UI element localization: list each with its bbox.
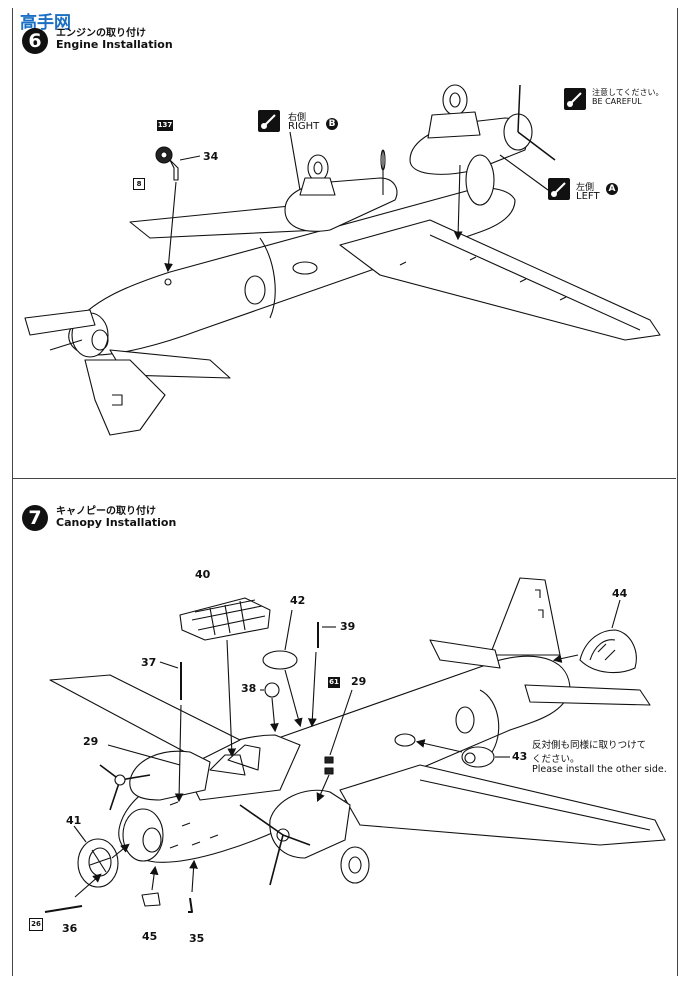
install-note-jp-1: 反対側も同様に取りつけて [532,740,647,751]
aircraft-step7 [44,577,666,913]
step-6-number: 6 [22,28,48,54]
glue-icon [548,178,570,200]
left-mark: A [606,183,618,195]
part-42-label: 42 [290,594,306,607]
part-34-label: 34 [203,150,219,163]
glue-icon [564,88,586,110]
step-7-title-jp: キャノピーの取り付け [56,506,156,517]
watermark-text: 高手网 [20,12,71,33]
part-40-label: 40 [195,568,211,581]
part-29-label: 29 [351,675,367,688]
right-label-jp: 右側 [288,113,307,123]
part-35-label: 35 [189,932,205,945]
step-7-title-en: Canopy Installation [56,516,177,529]
install-note-jp-2: ください。 [532,754,580,765]
install-note-en: Please install the other side. [532,764,667,775]
step-6-title-jp: エンジンの取り付け [56,28,146,39]
page-frame [12,8,678,976]
left-label-en: LEFT [576,191,600,202]
caution-note-jp: 注意してください。 [592,88,664,97]
part-38-label: 38 [241,682,257,695]
right-label-en: RIGHT [288,121,320,132]
right-mark: B [326,118,338,130]
part-29-label: 29 [83,735,99,748]
part-44-label: 44 [612,587,628,600]
part-43-label: 43 [512,750,528,763]
ref-8: 8 [133,178,145,190]
section-divider [12,478,676,479]
ref-61: 61 [328,677,340,688]
part-39-label: 39 [340,620,356,633]
part-36-label: 36 [62,922,78,935]
ref-26: 26 [29,918,43,931]
aircraft-step6 [24,84,661,436]
left-label-jp: 左側 [576,183,595,193]
step-6-title-en: Engine Installation [56,38,173,51]
watermark-logo: 高手网 [18,10,76,34]
ref-137: 137 [157,120,173,131]
part-45-label: 45 [142,930,158,943]
step-7-number: 7 [22,505,48,531]
caution-note-en: BE CAREFUL [592,97,642,106]
glue-icon [258,110,280,132]
part-37-label: 37 [141,656,157,669]
part-41-label: 41 [66,814,82,827]
